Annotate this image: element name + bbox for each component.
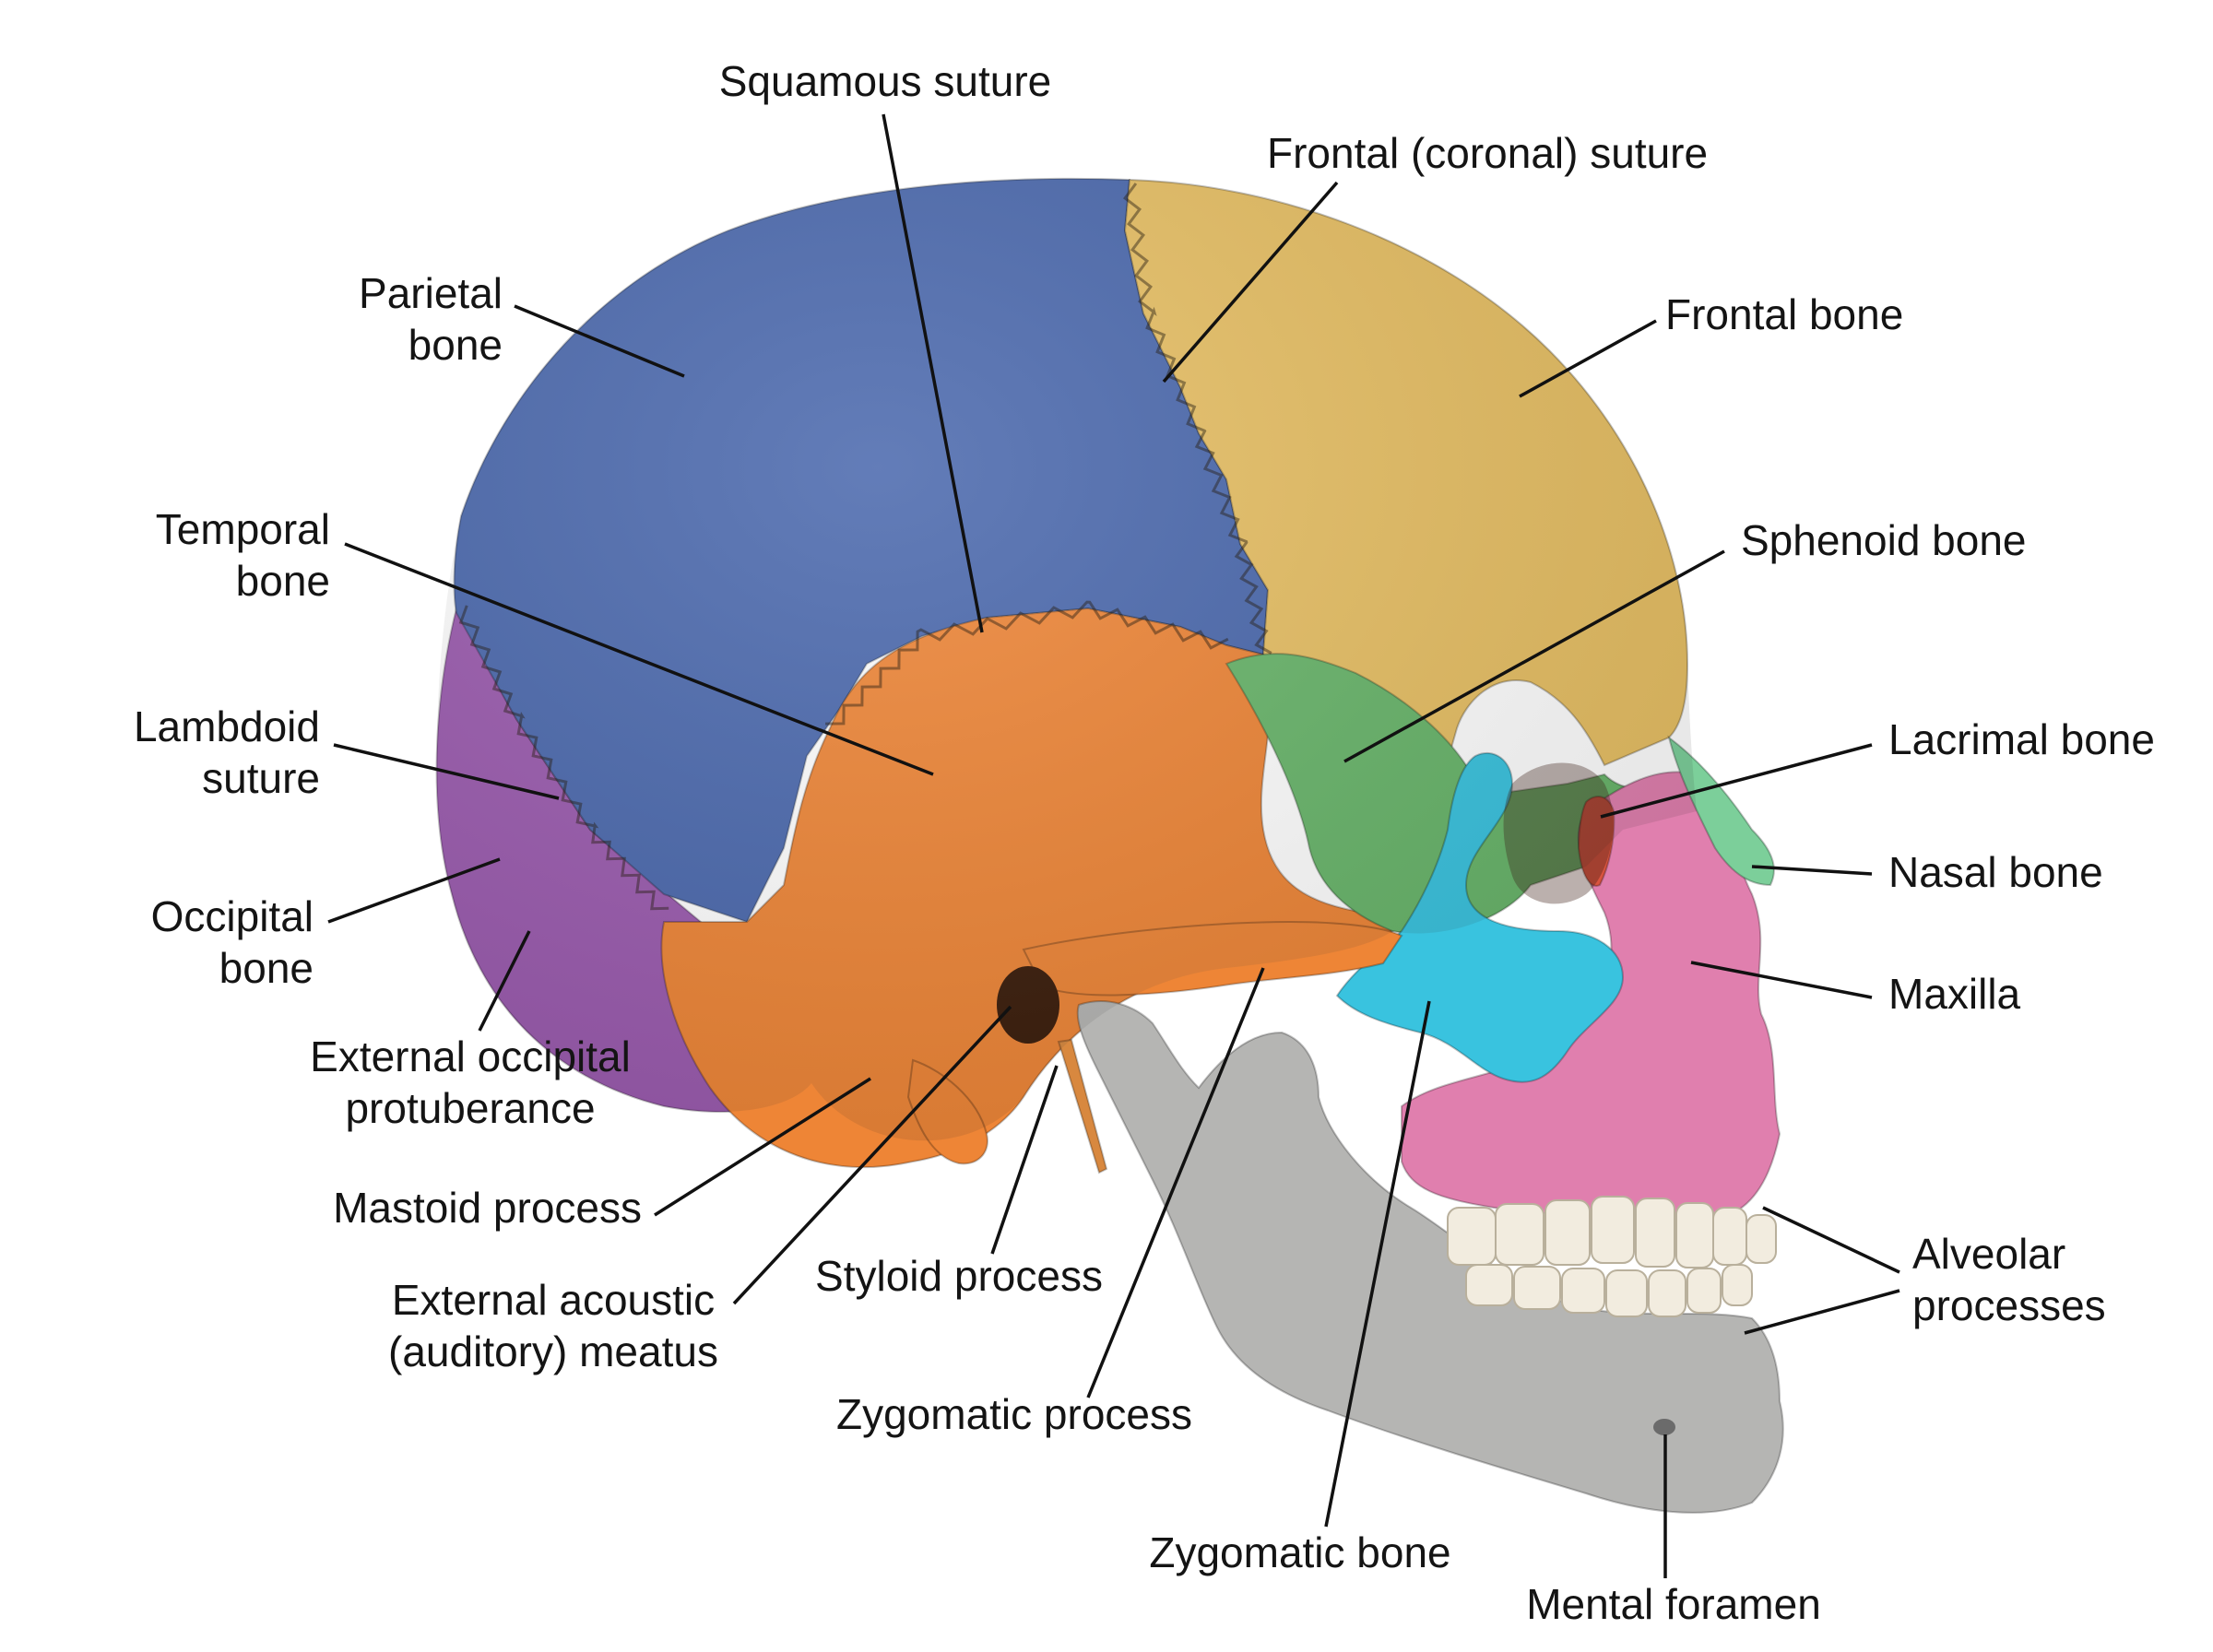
lower-teeth bbox=[1465, 1264, 1753, 1317]
label-frontal-bone: Frontal bone bbox=[1665, 290, 1904, 338]
label-frontal-coronal-suture: Frontal (coronal) suture bbox=[1267, 129, 1709, 177]
squamous-suture-line bbox=[825, 600, 1229, 726]
leader-frontal-bone bbox=[1519, 319, 1657, 398]
upper-tooth bbox=[1544, 1199, 1591, 1266]
leader-nasal-bone bbox=[1751, 865, 1873, 876]
label-occipital-bone: Occipital bone bbox=[150, 892, 314, 992]
leader-mastoid-process bbox=[654, 1077, 871, 1217]
label-external-acoustic-meatus: External acoustic (auditory) meatus bbox=[388, 1276, 718, 1375]
leader-external-occipital-protuberance bbox=[478, 930, 531, 1032]
label-sphenoid-bone: Sphenoid bone bbox=[1741, 516, 2027, 564]
leader-squamous-suture bbox=[882, 113, 984, 633]
leader-alveolar-upper bbox=[1762, 1206, 1900, 1274]
label-temporal-bone: Temporal bone bbox=[155, 505, 330, 605]
upper-tooth bbox=[1635, 1198, 1675, 1268]
mental-foramen-opening bbox=[1653, 1419, 1675, 1435]
leader-lines bbox=[327, 113, 1900, 1578]
label-zygomatic-process: Zygomatic process bbox=[835, 1390, 1192, 1438]
lower-tooth bbox=[1561, 1268, 1605, 1314]
leader-zygomatic-process bbox=[1086, 967, 1265, 1398]
leader-sphenoid-bone bbox=[1343, 549, 1725, 763]
label-squamous-suture: Squamous suture bbox=[718, 57, 1052, 105]
lower-tooth bbox=[1686, 1268, 1722, 1314]
leader-temporal-bone bbox=[344, 542, 934, 776]
label-maxilla: Maxilla bbox=[1888, 970, 2021, 1018]
leader-occipital-bone bbox=[327, 857, 501, 924]
label-mastoid-process: Mastoid process bbox=[333, 1184, 642, 1232]
leader-styloid-process bbox=[990, 1065, 1059, 1255]
label-styloid-process: Styloid process bbox=[815, 1252, 1103, 1300]
label-lacrimal-bone: Lacrimal bone bbox=[1888, 715, 2155, 763]
leader-parietal-bone bbox=[514, 304, 685, 378]
lower-tooth bbox=[1513, 1266, 1561, 1310]
leader-zygomatic-bone bbox=[1324, 1000, 1431, 1528]
suture-details bbox=[458, 183, 1272, 911]
leader-lambdoid-suture bbox=[333, 743, 560, 800]
label-zygomatic-bone: Zygomatic bone bbox=[1149, 1528, 1451, 1576]
label-lambdoid-suture: Lambdoid suture bbox=[133, 702, 320, 802]
upper-tooth bbox=[1675, 1202, 1714, 1268]
upper-tooth bbox=[1495, 1203, 1544, 1266]
coronal-suture-line bbox=[1123, 183, 1272, 655]
lower-tooth bbox=[1465, 1264, 1513, 1306]
external-acoustic-meatus-opening bbox=[997, 966, 1059, 1044]
upper-tooth bbox=[1746, 1214, 1777, 1264]
label-parietal-bone: Parietal bone bbox=[359, 269, 503, 369]
label-external-occipital-protuberance: External occipital protuberance bbox=[310, 1032, 631, 1132]
lower-tooth bbox=[1648, 1269, 1686, 1317]
upper-tooth bbox=[1447, 1207, 1497, 1266]
leader-frontal-coronal-suture bbox=[1162, 181, 1339, 384]
lower-tooth bbox=[1722, 1264, 1753, 1306]
lambdoid-suture-line bbox=[458, 605, 669, 911]
leader-external-acoustic-meatus bbox=[732, 1005, 1012, 1305]
label-mental-foramen: Mental foramen bbox=[1526, 1580, 1821, 1628]
leader-maxilla bbox=[1690, 961, 1873, 999]
upper-tooth bbox=[1712, 1207, 1747, 1266]
upper-teeth bbox=[1447, 1196, 1777, 1268]
leader-alveolar-lower bbox=[1744, 1289, 1900, 1335]
upper-tooth bbox=[1591, 1196, 1635, 1264]
label-alveolar-processes: Alveolar processes bbox=[1912, 1230, 2106, 1329]
lower-tooth bbox=[1605, 1269, 1648, 1317]
leader-lacrimal-bone bbox=[1600, 743, 1873, 819]
label-nasal-bone: Nasal bone bbox=[1888, 848, 2103, 896]
